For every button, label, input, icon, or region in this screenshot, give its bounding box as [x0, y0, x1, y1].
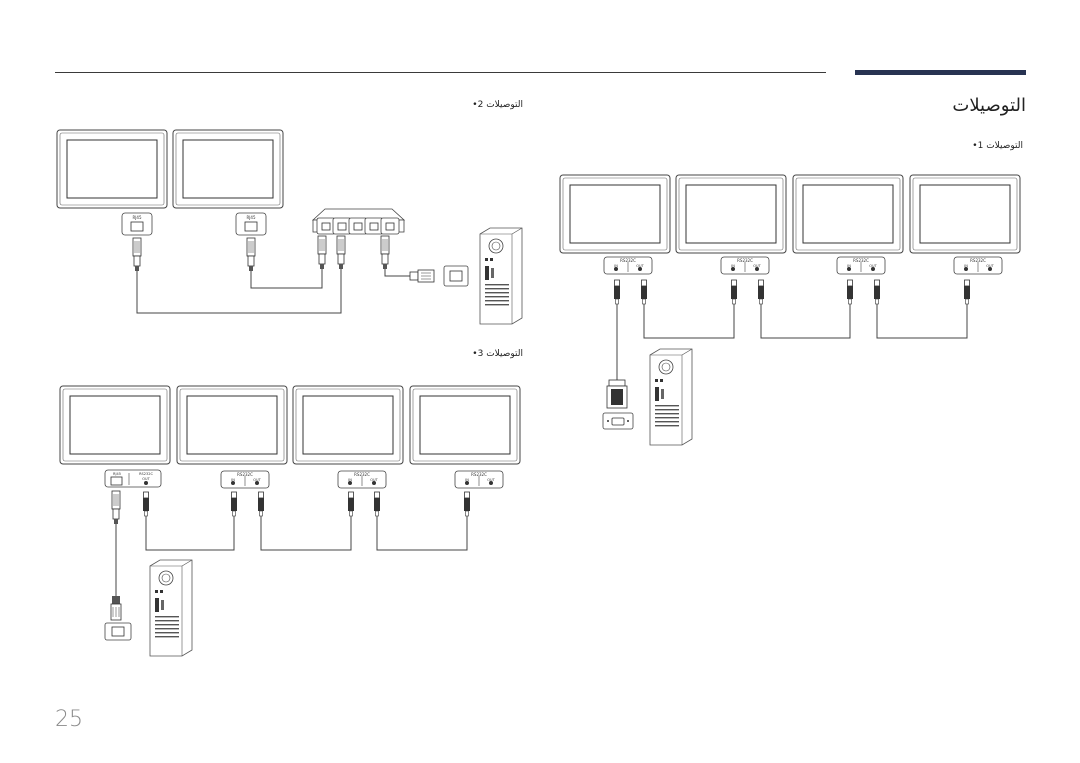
- stereo-jack: [142, 491, 150, 517]
- svg-text:IN: IN: [614, 264, 618, 268]
- svg-text:RS232C: RS232C: [237, 472, 253, 477]
- bullet-icon: •: [972, 141, 978, 151]
- svg-text:RJ45: RJ45: [246, 215, 256, 220]
- serial-connector: [606, 379, 628, 409]
- stereo-jack: [846, 279, 854, 305]
- rj45-plug: [246, 237, 256, 272]
- rj45-plug-horizontal: [409, 269, 435, 283]
- svg-text:RS232C: RS232C: [354, 472, 370, 477]
- bullet-icon: •: [472, 100, 478, 110]
- lan-port: [104, 622, 132, 641]
- network-hub: [311, 208, 406, 235]
- stereo-jack: [347, 491, 355, 517]
- bullet-icon: •: [472, 349, 478, 359]
- stereo-jack: [373, 491, 381, 517]
- rs232c-port-panel: RS232C IN OUT: [454, 470, 504, 489]
- section-label-conn3: التوصيلات 3•: [464, 349, 523, 359]
- rs232c-port-panel: RS232C IN OUT: [720, 256, 770, 275]
- stereo-jack: [640, 279, 648, 305]
- pc-tower: [649, 348, 693, 446]
- stereo-jack: [463, 491, 471, 517]
- svg-text:OUT: OUT: [253, 478, 261, 482]
- stereo-jack: [757, 279, 765, 305]
- diagram-connection-2: RJ45 RJ45: [56, 129, 523, 325]
- cable-lines: [115, 516, 468, 596]
- rj45-rs232c-port-panel: RJ45 RS232C OUT: [104, 469, 162, 488]
- rj45-plug: [111, 490, 121, 525]
- stereo-jack: [873, 279, 881, 305]
- svg-text:IN: IN: [348, 478, 352, 482]
- svg-text:RS232C: RS232C: [970, 258, 986, 263]
- section-label-text: التوصيلات 1: [977, 141, 1023, 151]
- section-label-conn1: التوصيلات 1•: [964, 141, 1023, 151]
- section-label-text: التوصيلات 2: [477, 100, 523, 110]
- svg-text:OUT: OUT: [142, 477, 150, 481]
- section-label-conn2: التوصيلات 2•: [464, 100, 523, 110]
- header-rule: [55, 72, 826, 73]
- diagram-connection-3: RJ45 RS232C OUT RS232C IN OUT RS232C IN …: [59, 385, 521, 657]
- svg-text:OUT: OUT: [869, 264, 877, 268]
- display-monitor: [675, 174, 787, 254]
- page-number: 25: [55, 707, 83, 732]
- svg-text:IN: IN: [231, 478, 235, 482]
- svg-text:OUT: OUT: [986, 264, 994, 268]
- stereo-jack: [963, 279, 971, 305]
- display-monitor: [559, 174, 671, 254]
- cable-lines: [616, 304, 968, 380]
- rs232c-port-panel: RS232C IN OUT: [603, 256, 653, 275]
- diagram-connection-1: RS232C IN OUT RS232C IN OUT RS232C IN OU…: [559, 174, 1021, 446]
- svg-text:RJ45: RJ45: [113, 472, 121, 476]
- svg-text:OUT: OUT: [370, 478, 378, 482]
- page-title: التوصيلات: [952, 95, 1026, 116]
- lan-port: [443, 265, 469, 287]
- svg-text:OUT: OUT: [487, 478, 495, 482]
- display-monitor: [909, 174, 1021, 254]
- stereo-jack: [730, 279, 738, 305]
- rj45-plug: [380, 235, 390, 270]
- cable-lines: [136, 269, 410, 314]
- svg-text:RS232C: RS232C: [620, 258, 636, 263]
- svg-text:OUT: OUT: [636, 264, 644, 268]
- svg-text:IN: IN: [847, 264, 851, 268]
- rj45-port-panel: RJ45: [121, 212, 153, 236]
- display-monitor: [409, 385, 521, 465]
- svg-text:IN: IN: [964, 264, 968, 268]
- rs232c-port-panel: RS232C IN OUT: [337, 470, 387, 489]
- svg-text:RS232C: RS232C: [139, 472, 153, 476]
- svg-text:OUT: OUT: [753, 264, 761, 268]
- display-monitor: [172, 129, 284, 209]
- display-monitor: [176, 385, 288, 465]
- rj45-port-panel: RJ45: [235, 212, 267, 236]
- rj45-plug: [132, 237, 142, 272]
- serial-port: [602, 412, 634, 430]
- svg-text:RS232C: RS232C: [737, 258, 753, 263]
- svg-text:RJ45: RJ45: [132, 215, 142, 220]
- display-monitor: [792, 174, 904, 254]
- stereo-jack: [230, 491, 238, 517]
- rj45-plug: [336, 235, 346, 270]
- stereo-jack: [257, 491, 265, 517]
- svg-text:RS232C: RS232C: [471, 472, 487, 477]
- svg-text:IN: IN: [465, 478, 469, 482]
- stereo-jack: [613, 279, 621, 305]
- display-monitor: [292, 385, 404, 465]
- rj45-plug-bottom: [110, 596, 122, 621]
- pc-tower: [149, 559, 193, 657]
- pc-tower: [479, 227, 523, 325]
- display-monitor: [59, 385, 171, 465]
- rs232c-port-panel: RS232C IN OUT: [220, 470, 270, 489]
- svg-text:RS232C: RS232C: [853, 258, 869, 263]
- rs232c-port-panel: RS232C IN OUT: [953, 256, 1003, 275]
- rj45-plug: [317, 235, 327, 270]
- display-monitor: [56, 129, 168, 209]
- svg-text:IN: IN: [731, 264, 735, 268]
- section-label-text: التوصيلات 3: [477, 349, 523, 359]
- header-accent-bar: [855, 70, 1026, 75]
- rs232c-port-panel: RS232C IN OUT: [836, 256, 886, 275]
